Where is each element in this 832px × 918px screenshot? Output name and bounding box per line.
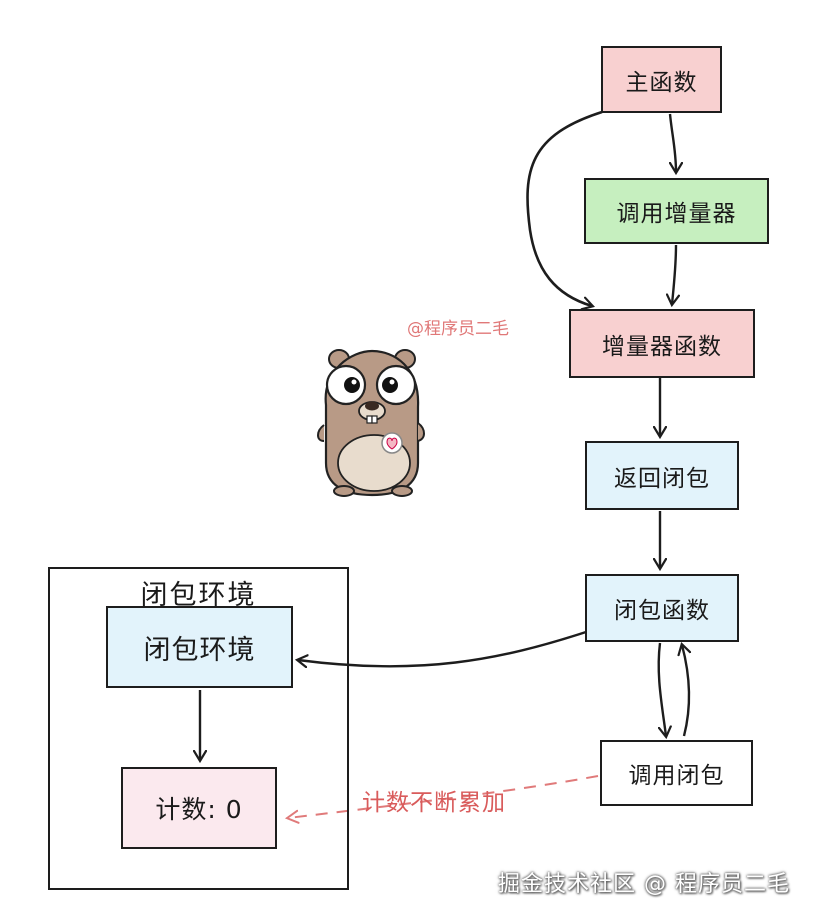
return-closure-label: 返回闭包 bbox=[614, 465, 710, 492]
closure-function-label: 闭包函数 bbox=[614, 598, 710, 624]
incrementer-function-label: 增量器函数 bbox=[602, 333, 722, 360]
closure-env-node: 闭包环境 bbox=[106, 606, 293, 688]
arrow-call-to-closure bbox=[682, 645, 689, 737]
arrow-accumulate-dashed bbox=[284, 775, 599, 824]
author-watermark: @程序员二毛 bbox=[407, 319, 509, 339]
site-watermark: 掘金技术社区 @ 程序员二毛 bbox=[498, 872, 790, 897]
accumulate-edge-label: 计数不断累加 bbox=[362, 790, 506, 816]
closure-environment-container: 闭包环境 bbox=[48, 567, 349, 890]
return-closure-node: 返回闭包 bbox=[585, 441, 739, 510]
call-incrementer-node: 调用增量器 bbox=[584, 178, 769, 244]
container-title: 闭包环境 bbox=[140, 580, 257, 611]
arrow-main-to-call bbox=[668, 113, 676, 172]
closure-function-node: 闭包函数 bbox=[585, 574, 739, 642]
arrow-call-to-incrementer bbox=[672, 244, 676, 304]
counter-node: 计数: 0 bbox=[121, 767, 277, 849]
call-closure-label: 调用闭包 bbox=[628, 763, 725, 789]
counter-label: 计数: 0 bbox=[155, 795, 243, 824]
arrow-closure-to-call bbox=[657, 642, 666, 736]
call-closure-node: 调用闭包 bbox=[600, 740, 753, 806]
main-function-node: 主函数 bbox=[601, 46, 722, 113]
main-function-label: 主函数 bbox=[625, 69, 698, 96]
go-gopher-icon bbox=[317, 349, 425, 497]
incrementer-function-node: 增量器函数 bbox=[569, 309, 755, 378]
arrow-closure-to-env bbox=[298, 630, 587, 666]
call-incrementer-label: 调用增量器 bbox=[616, 201, 737, 227]
closure-env-label: 闭包环境 bbox=[143, 634, 256, 666]
arrow-main-to-incrementer bbox=[526, 110, 603, 306]
